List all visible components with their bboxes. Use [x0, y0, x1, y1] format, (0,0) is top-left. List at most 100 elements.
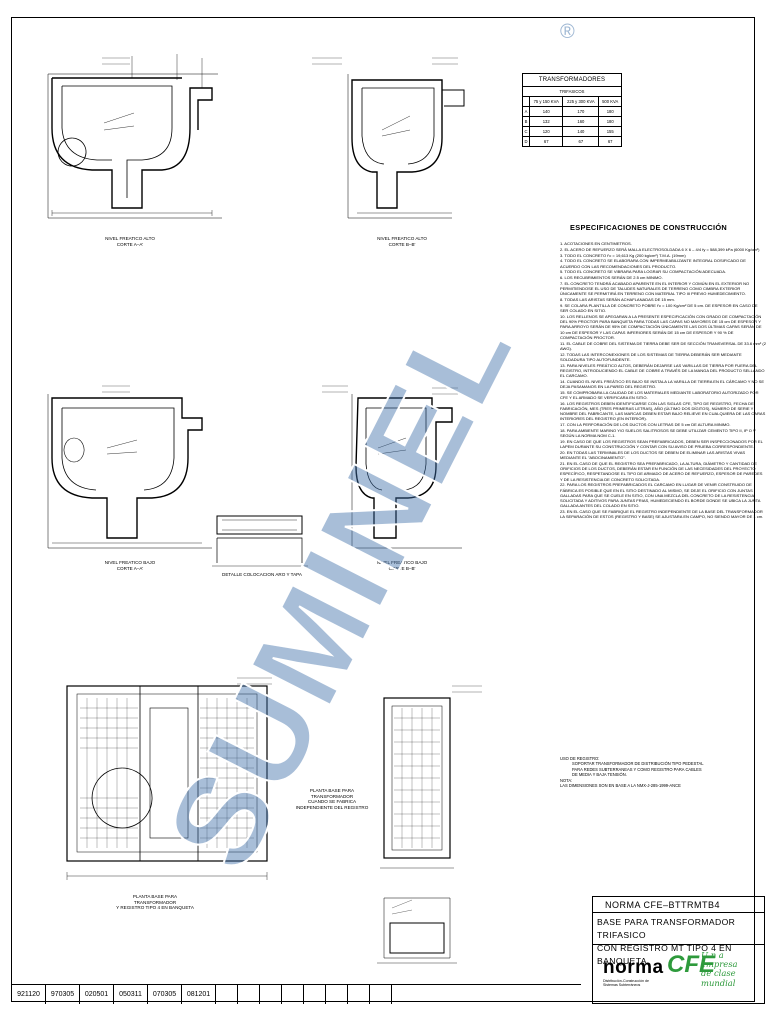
- caption-line: TRANSFORMADOR: [310, 793, 354, 799]
- table-cell: 140: [562, 126, 600, 137]
- table-cell: 132: [529, 116, 564, 127]
- caption-line: Y REGISTRO TIPO 4 EN BANQUETA: [116, 905, 194, 911]
- revision-cell-empty: [216, 985, 238, 1004]
- revision-cell-empty: [304, 985, 326, 1004]
- cfe-slogan: U n a empresa de clase mundial: [701, 950, 738, 988]
- norma-code: NORMA CFE–BTTRMTB4: [593, 897, 764, 913]
- table-header-cell: 75 y 150 KVA: [529, 96, 564, 107]
- table-cell: 180: [598, 106, 622, 117]
- plan-base-independent: [380, 697, 454, 869]
- title-line: CON REGISTRO MT TIPO 4 EN BANQUETA: [597, 943, 732, 966]
- caption-section-b-high: NIVEL FREATICO ALTO CORTE B–B': [362, 236, 442, 247]
- spec-item: 18. PARA AMBIENTE MARINO Y/O SUELOS SALI…: [560, 428, 756, 439]
- table-cell: B: [521, 116, 531, 127]
- table-cell: 140: [529, 106, 564, 117]
- caption-line: CORTE A–A': [116, 241, 144, 247]
- usage-line: PARA REDES SUBTERRANEAS Y COMO REGISTRO …: [572, 766, 702, 772]
- revision-cell-empty: [326, 985, 348, 1004]
- table-cell: 160: [562, 116, 600, 127]
- caption-section-a-low: NIVEL FREATICO BAJO CORTE A–A': [90, 560, 170, 571]
- caption-line: INDEPENDIENTE DEL REGISTRO: [295, 804, 369, 810]
- caption-line: TRANSFORMADOR: [133, 899, 177, 905]
- drawing-sheet: TRANSFORMADORES TRIFASICOS 75 y 150 KVA …: [11, 17, 766, 1004]
- section-a-high-water: [47, 54, 222, 219]
- table-row: B 132 160 180: [521, 116, 622, 127]
- norma-logo-subtitle: Distribución-Construcción de Sistemas Su…: [603, 979, 649, 988]
- spec-item: 10. LOS RELLENOS SE APEGARAN A LA PRESEN…: [560, 313, 762, 340]
- revision-cell-empty: [282, 985, 304, 1004]
- revision-cell: 970305: [46, 985, 80, 1004]
- spec-item: 9. SE COLARA PLANTILLA DE CONCRETO POBRE…: [560, 302, 758, 314]
- transformer-table: TRANSFORMADORES TRIFASICOS 75 y 150 KVA …: [521, 73, 622, 147]
- specifications-title: ESPECIFICACIONES DE CONSTRUCCIÓN: [570, 223, 728, 232]
- note-heading: NOTA:: [560, 777, 573, 783]
- revision-cell-empty: [238, 985, 260, 1004]
- revision-cell-empty: [260, 985, 282, 1004]
- specifications-list: 1. ACOTACIONES EN CENTIMETROS.2. EL ACER…: [560, 241, 766, 520]
- section-a-low-water: [47, 394, 212, 549]
- table-cell: D: [521, 136, 531, 147]
- spec-item: 16. LOS REGISTROS DEBEN IDENTIFICARSE CO…: [560, 400, 766, 422]
- technical-drawings: [47, 54, 482, 964]
- table-cell: 180: [598, 116, 622, 127]
- spec-item: 12. TODAS LAS INTERCONEXIONES DE LOS SIS…: [560, 351, 742, 362]
- annotation-leaders: [102, 57, 482, 693]
- caption-line: CORTE B–B': [388, 241, 416, 247]
- spec-item: 11. EL CABLE DE COBRE DEL SISTEMA DE TIE…: [560, 340, 767, 351]
- revision-cell: 081201: [182, 985, 216, 1004]
- usage-line: DE MEDIA Y BAJA TENSIÓN.: [572, 772, 627, 778]
- revision-cell: 050311: [114, 985, 148, 1004]
- caption-line: NIVEL FREATICO BAJO: [104, 560, 156, 565]
- table-cell: A: [521, 106, 531, 117]
- slogan-line: de clase: [701, 968, 736, 979]
- revision-cell: 020501: [80, 985, 114, 1004]
- table-header-cell: 225 y 300 KVA: [562, 96, 600, 107]
- spec-item: 13. PARA NIVELES FREÁTICO ALTOS, DEBERÁN…: [560, 362, 765, 378]
- usage-notes: USO DE REGISTRO: SOPORTAR TRANSFORMADOR …: [560, 756, 766, 788]
- table-header-cell: [521, 96, 531, 107]
- bottom-section-detail: [377, 897, 457, 964]
- logos: norma Distribución-Construcción de Siste…: [593, 945, 764, 1003]
- caption-line: NIVEL FREATICO ALTO: [377, 236, 427, 241]
- title-block: NORMA CFE–BTTRMTB4 BASE PARA TRANSFORMAD…: [592, 896, 765, 1004]
- usage-line: SOPORTAR TRANSFORMADOR DE DISTRIBUCIÓN T…: [572, 761, 704, 767]
- table-cell: 67: [529, 136, 564, 147]
- revision-cell: 921120: [12, 985, 46, 1004]
- table-cell: 67: [598, 136, 622, 147]
- caption-detail: DETALLE COLOCACION ARO Y TAPA: [222, 572, 302, 577]
- table-row: D 67 67 67: [521, 136, 622, 147]
- spec-item: 4. TODO EL CONCRETO SE ELABORARA CON IMP…: [560, 258, 746, 269]
- table-cell: C: [521, 126, 531, 137]
- spec-item: 3. TODO EL CONCRETO f'c = 19,613 Kg (200…: [560, 252, 686, 258]
- revision-cell: 070305: [148, 985, 182, 1004]
- norma-logo: norma: [603, 957, 664, 978]
- caption-line: NIVEL FREATICO BAJO: [376, 560, 428, 565]
- caption-line: NIVEL FREATICO ALTO: [105, 236, 155, 241]
- caption-section-a-high: NIVEL FREATICO ALTO CORTE A–A': [90, 236, 170, 247]
- caption-line: PLANTA BASE PARA: [132, 894, 178, 899]
- caption-line: CORTE A–A': [116, 565, 144, 571]
- transformer-table-title: TRANSFORMADORES: [522, 73, 622, 87]
- spec-item: 19. EN CASO DE QUE LOS REGISTROS SEAN PR…: [560, 439, 763, 450]
- spec-item: 8. TODAS LAS ARISTAS SERÁN ACHAFLANADAS …: [560, 297, 675, 303]
- spec-item: 22. PARA LOS REGISTROS PREFABRICADOS EL …: [560, 482, 761, 509]
- table-row: C 120 140 155: [521, 126, 622, 137]
- spec-item: 7. EL CONCRETO TENDRÁ ACABADO APARENTE E…: [560, 280, 750, 297]
- revision-strip: 921120 970305 020501 050311 070305 08120…: [12, 984, 581, 1004]
- plan-base-with-registro: [66, 685, 268, 880]
- usage-heading: USO DE REGISTRO:: [560, 756, 600, 761]
- caption-line: CUANDO SE FABRICA: [307, 799, 357, 805]
- section-b-low-water: [351, 394, 462, 549]
- caption-plan-independent: PLANTA BASE PARA TRANSFORMADOR CUANDO SE…: [292, 788, 372, 810]
- table-cell: 67: [562, 136, 600, 147]
- table-row: A 140 170 180: [521, 106, 622, 117]
- slogan-line: mundial: [701, 977, 736, 988]
- revision-cell-empty: [370, 985, 392, 1004]
- spec-item: 23. EN EL CASO QUE SE FABRIQUE EL REGIST…: [560, 509, 764, 520]
- transformer-table-subtitle: TRIFASICOS: [522, 86, 622, 97]
- note-text: LAS DIMENSIONES SON EN BASE A LA NMX-J-2…: [560, 783, 681, 789]
- slogan-line: empresa: [701, 959, 738, 970]
- drawing-title: BASE PARA TRANSFORMADOR TRIFASICO CON RE…: [593, 913, 764, 966]
- ring-lid-detail: [212, 515, 308, 567]
- caption-line: CORTE B–B': [388, 565, 416, 571]
